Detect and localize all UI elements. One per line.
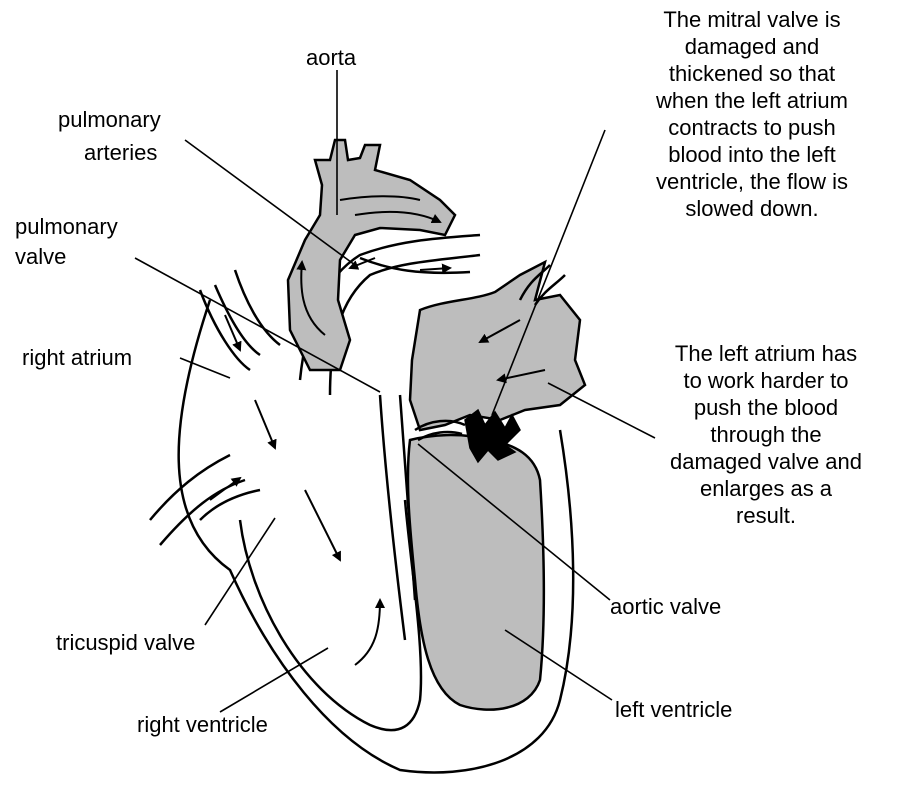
vena-cava-upper bbox=[200, 270, 280, 370]
mitral-valve bbox=[465, 410, 520, 462]
note-left-atrium-line: damaged valve and bbox=[634, 448, 898, 475]
flow-arrow-rv-down bbox=[305, 490, 340, 560]
note-mitral-line: ventricle, the flow is bbox=[612, 168, 892, 195]
label-pulmonary-arteries-line2: arteries bbox=[84, 140, 157, 166]
note-left-atrium-line: enlarges as a bbox=[634, 475, 898, 502]
left-ventricle bbox=[408, 435, 544, 710]
leader-right-atrium bbox=[180, 358, 230, 378]
note-left-atrium: The left atrium has to work harder to pu… bbox=[634, 340, 898, 529]
note-mitral-line: The mitral valve is bbox=[612, 6, 892, 33]
note-mitral-valve: The mitral valve is damaged and thickene… bbox=[612, 6, 892, 222]
note-mitral-line: contracts to push bbox=[612, 114, 892, 141]
note-mitral-line: blood into the left bbox=[612, 141, 892, 168]
label-tricuspid-valve: tricuspid valve bbox=[56, 630, 195, 656]
label-pulmonary-arteries-line1: pulmonary bbox=[58, 107, 161, 133]
note-left-atrium-line: through the bbox=[634, 421, 898, 448]
note-mitral-line: damaged and bbox=[612, 33, 892, 60]
note-left-atrium-line: The left atrium has bbox=[634, 340, 898, 367]
vena-cava-lower bbox=[150, 455, 260, 545]
note-left-atrium-line: result. bbox=[634, 502, 898, 529]
note-left-atrium-line: push the blood bbox=[634, 394, 898, 421]
flow-arrow-pulm-right bbox=[420, 268, 450, 270]
note-mitral-line: thickened so that bbox=[612, 60, 892, 87]
label-aorta: aorta bbox=[306, 45, 356, 71]
label-pulmonary-valve-line1: pulmonary bbox=[15, 214, 118, 240]
label-left-ventricle: left ventricle bbox=[615, 697, 732, 723]
label-pulmonary-valve-line2: valve bbox=[15, 244, 66, 270]
note-left-atrium-line: to work harder to bbox=[634, 367, 898, 394]
label-right-atrium: right atrium bbox=[22, 345, 132, 371]
left-atrium bbox=[410, 262, 585, 430]
label-aortic-valve: aortic valve bbox=[610, 594, 721, 620]
note-mitral-line: when the left atrium bbox=[612, 87, 892, 114]
flow-arrow-rv-up bbox=[355, 600, 380, 665]
note-mitral-line: slowed down. bbox=[612, 195, 892, 222]
flow-arrow-ra bbox=[255, 400, 275, 448]
leader-tricuspid-valve bbox=[205, 518, 275, 625]
label-right-ventricle: right ventricle bbox=[137, 712, 268, 738]
